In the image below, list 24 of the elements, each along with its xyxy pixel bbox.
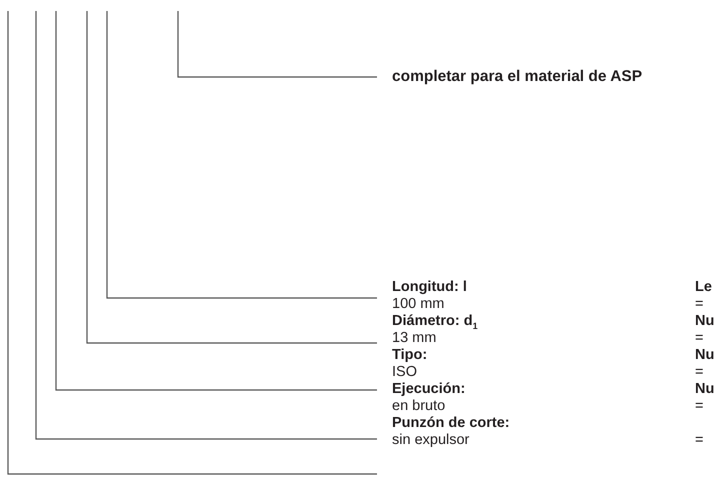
- field-value: =: [695, 432, 704, 449]
- field-heading: Nu: [695, 313, 714, 330]
- field-value: =: [695, 398, 704, 415]
- field-value: en bruto: [392, 398, 446, 415]
- field-value: =: [695, 296, 704, 313]
- field-value: sin expulsor: [392, 432, 470, 449]
- leader-line: [86, 11, 377, 344]
- field-heading: Longitud: l: [392, 279, 467, 296]
- field-heading: Le: [695, 279, 712, 296]
- field-heading: Punzón de corte:: [392, 415, 510, 432]
- field-heading: Nu: [695, 347, 714, 364]
- leader-line: [106, 11, 377, 299]
- field-heading: Diámetro: d$_{1}$: [392, 313, 478, 330]
- note-text: completar para el material de ASP: [392, 68, 642, 85]
- field-heading: Ejecución:: [392, 381, 466, 398]
- leader-line: [55, 11, 377, 391]
- field-value: 13 mm: [392, 330, 438, 347]
- field-value: ISO: [392, 364, 418, 381]
- field-value: =: [695, 364, 704, 381]
- field-value: =: [695, 330, 704, 347]
- field-heading: Nu: [695, 381, 714, 398]
- leader-line: [177, 11, 377, 78]
- field-value: 100 mm: [392, 296, 446, 313]
- field-heading: Tipo:: [392, 347, 428, 364]
